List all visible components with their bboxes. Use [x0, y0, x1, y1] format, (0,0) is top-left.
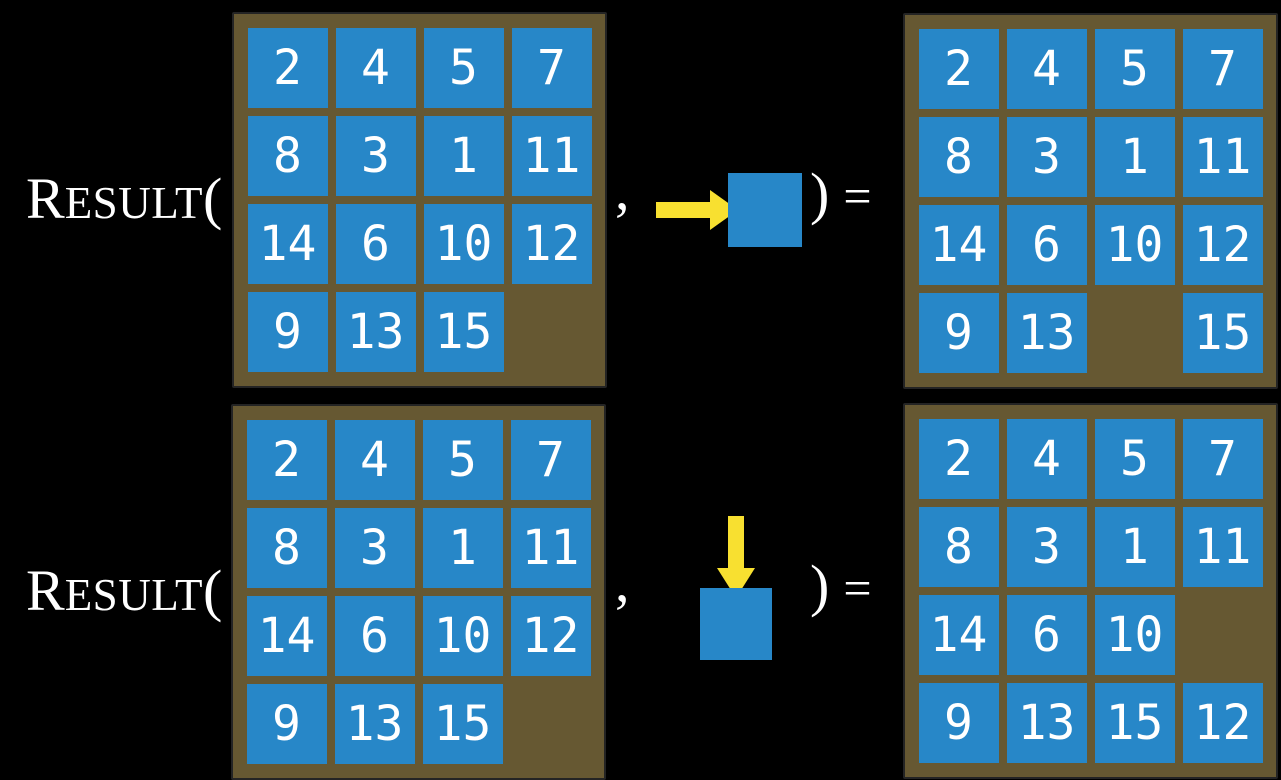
result-function-label: RESULT(	[26, 562, 222, 620]
equals-sign: =	[843, 560, 872, 616]
result-label-small-caps: ESULT	[64, 570, 204, 620]
close-paren-equals: )=	[810, 159, 872, 229]
puzzle-tile: 7	[511, 28, 592, 108]
puzzle-tile: 11	[1182, 507, 1263, 587]
puzzle-tile: 10	[422, 596, 503, 676]
puzzle-tile: 8	[246, 508, 327, 588]
puzzle-tile: 5	[423, 28, 504, 108]
comma-separator: ,	[615, 549, 630, 614]
open-paren: (	[203, 558, 223, 623]
puzzle-tile: 9	[247, 292, 328, 372]
empty-slot	[512, 292, 592, 372]
puzzle-tile: 10	[1094, 595, 1175, 675]
puzzle-tile: 7	[510, 420, 591, 500]
puzzle-tile: 3	[1006, 507, 1087, 587]
puzzle-tile: 4	[335, 28, 416, 108]
puzzle-tile: 13	[1006, 293, 1087, 373]
puzzle-tile: 6	[334, 596, 415, 676]
puzzle-tile: 11	[1182, 117, 1263, 197]
puzzle-tile: 7	[1182, 29, 1263, 109]
result-label-small-caps: ESULT	[64, 178, 204, 228]
puzzle-tile: 4	[1006, 29, 1087, 109]
puzzle-tile: 5	[1094, 419, 1175, 499]
puzzle-tile: 7	[1182, 419, 1263, 499]
close-paren: )	[810, 553, 830, 618]
arrow-right-icon	[656, 190, 738, 230]
puzzle-tile: 6	[1006, 205, 1087, 285]
puzzle-tile: 9	[918, 683, 999, 763]
puzzle-tile: 10	[423, 204, 504, 284]
puzzle-tile: 14	[247, 204, 328, 284]
puzzle-tile: 13	[334, 684, 415, 764]
puzzle-tile: 1	[1094, 117, 1175, 197]
puzzle-tile: 2	[246, 420, 327, 500]
result-function-label: RESULT(	[26, 170, 222, 228]
close-paren-equals: )=	[810, 551, 872, 621]
equals-sign: =	[843, 168, 872, 224]
empty-slot	[1183, 595, 1263, 675]
puzzle-tile: 1	[423, 116, 504, 196]
move-tile	[700, 588, 772, 660]
move-tile	[728, 173, 802, 247]
puzzle-tile: 12	[1182, 205, 1263, 285]
puzzle-tile: 9	[918, 293, 999, 373]
puzzle-tile: 14	[918, 205, 999, 285]
puzzle-tile: 15	[1094, 683, 1175, 763]
puzzle-tile: 8	[918, 117, 999, 197]
puzzle-tile: 14	[918, 595, 999, 675]
puzzle-tile: 13	[335, 292, 416, 372]
puzzle-tile: 13	[1006, 683, 1087, 763]
puzzle-tile: 9	[246, 684, 327, 764]
puzzle-tile: 1	[422, 508, 503, 588]
puzzle-tile: 10	[1094, 205, 1175, 285]
puzzle-tile: 6	[335, 204, 416, 284]
puzzle-tile: 5	[1094, 29, 1175, 109]
result-label-initial: R	[26, 558, 65, 623]
puzzle-tile: 3	[335, 116, 416, 196]
puzzle-tile: 4	[334, 420, 415, 500]
puzzle-tile: 15	[422, 684, 503, 764]
puzzle-tile: 12	[1182, 683, 1263, 763]
puzzle-tile: 11	[510, 508, 591, 588]
puzzle-tile: 12	[510, 596, 591, 676]
empty-slot	[1095, 293, 1175, 373]
puzzle-tile: 2	[918, 29, 999, 109]
comma-separator: ,	[615, 157, 630, 222]
puzzle-tile: 11	[511, 116, 592, 196]
puzzle-tile: 6	[1006, 595, 1087, 675]
puzzle-tile: 15	[1182, 293, 1263, 373]
close-paren: )	[810, 161, 830, 226]
puzzle-tile: 5	[422, 420, 503, 500]
puzzle-tile: 14	[246, 596, 327, 676]
puzzle-tile: 1	[1094, 507, 1175, 587]
empty-slot	[511, 684, 591, 764]
puzzle-tile: 12	[511, 204, 592, 284]
arrow-down-icon	[717, 516, 755, 598]
puzzle-tile: 2	[918, 419, 999, 499]
puzzle-tile: 8	[918, 507, 999, 587]
puzzle-tile: 4	[1006, 419, 1087, 499]
puzzle-tile: 3	[1006, 117, 1087, 197]
open-paren: (	[203, 166, 223, 231]
puzzle-tile: 3	[334, 508, 415, 588]
puzzle-tile: 8	[247, 116, 328, 196]
puzzle-tile: 2	[247, 28, 328, 108]
result-label-initial: R	[26, 166, 65, 231]
puzzle-tile: 15	[423, 292, 504, 372]
